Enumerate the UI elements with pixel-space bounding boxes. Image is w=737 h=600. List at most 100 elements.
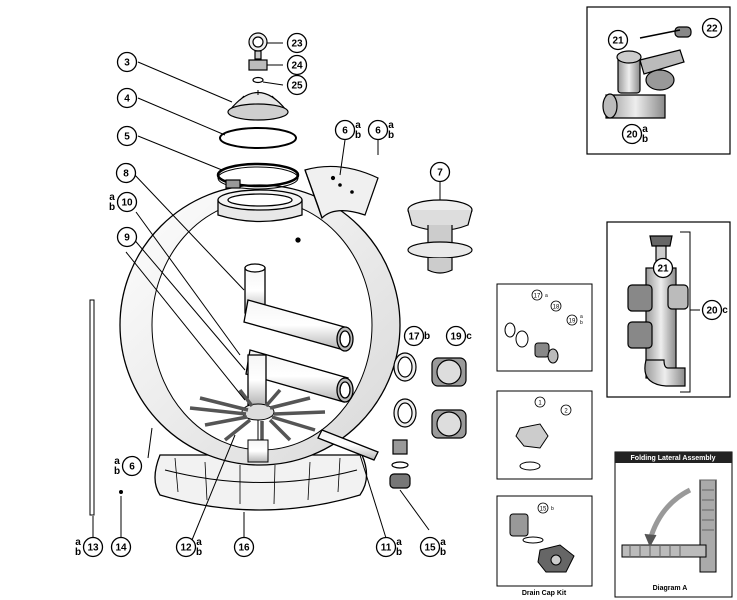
ck-2: 2: [564, 409, 568, 415]
union-kit-box: [496, 283, 593, 372]
callout-c6c: 6ab: [114, 455, 143, 477]
folding-lateral-labels: Folding Lateral Assembly Diagram A: [631, 455, 716, 592]
ck-1: 1: [538, 401, 542, 407]
callout-number: 14: [115, 543, 127, 554]
callout-suffix: a: [396, 537, 402, 548]
callout-c7: 7: [429, 161, 451, 183]
callout-number: 4: [124, 94, 130, 105]
callout-c16: 16: [233, 536, 255, 558]
folding-lateral-title: Folding Lateral Assembly: [631, 455, 716, 462]
callout-number: 20: [626, 130, 638, 141]
lid-assembly: [216, 32, 300, 190]
callout-circle: [233, 536, 255, 558]
callout-circle: [82, 536, 104, 558]
callout-circle: [701, 299, 723, 321]
callout-number: 10: [121, 198, 133, 209]
callout-c24: 24: [286, 54, 308, 76]
callout-c4: 4: [116, 87, 138, 109]
callout-number: 15: [424, 543, 436, 554]
callout-number: 16: [238, 543, 250, 554]
callout-c22: 22: [701, 17, 723, 39]
rods: [89, 299, 123, 516]
callout-number: 25: [291, 81, 303, 92]
callout-circle: [375, 536, 397, 558]
callout-circle: [286, 74, 308, 96]
dc-15: 15: [540, 507, 547, 513]
callout-number: 12: [180, 543, 192, 554]
callout-suffix: a: [196, 537, 202, 548]
uk-17-sub: a: [545, 293, 548, 299]
callout-suffix: b: [424, 331, 430, 342]
callout-circle: [334, 119, 356, 141]
callout-suffix: a: [355, 120, 361, 131]
drain-cap-kit-caption: Drain Cap Kit: [522, 590, 567, 597]
callout-circle: [403, 325, 425, 347]
callout-circle: [286, 54, 308, 76]
callout-number: 22: [706, 24, 718, 35]
callout-c3: 3: [116, 51, 138, 73]
callout-circle: [621, 123, 643, 145]
dc-15-sub: b: [551, 506, 554, 512]
closure-kit-labels: 1 2: [534, 396, 572, 416]
callout-suffix: a: [388, 120, 394, 131]
callout-number: 6: [129, 462, 135, 473]
callout-circle: [116, 191, 138, 213]
uk-19: 19: [569, 319, 576, 325]
diagram-a-caption: Diagram A: [653, 585, 688, 592]
callout-number: 6: [375, 126, 381, 137]
callout-suffix: b: [388, 130, 394, 141]
callout-number: 7: [437, 168, 443, 179]
drain-cap-kit-labels: 15 b Drain Cap Kit: [522, 502, 567, 597]
callout-number: 24: [291, 61, 303, 72]
filter-tank: [119, 184, 401, 511]
callout-circle: [419, 536, 441, 558]
callout-c10: 10 ab: [109, 191, 138, 213]
callout-c5: 5: [116, 125, 138, 147]
callout-number: 21: [612, 36, 624, 47]
callout-suffix: b: [642, 134, 648, 145]
sight-glass-pad: [304, 165, 379, 220]
callout-number: 5: [124, 132, 130, 143]
callout-c9: 9: [116, 226, 138, 248]
callout-suffix: a: [109, 192, 115, 203]
callout-number: 17: [408, 332, 420, 343]
callout-circle: [121, 455, 143, 477]
callout-circle: [116, 51, 138, 73]
callout-number: 13: [87, 543, 99, 554]
callout-circle: [367, 119, 389, 141]
valve-box-side: [606, 221, 731, 398]
callout-circle: [116, 125, 138, 147]
callout-suffix: b: [75, 547, 81, 558]
callout-c17: 17 b: [403, 325, 430, 347]
callout-circle: [110, 536, 132, 558]
callout-c23: 23: [286, 32, 308, 54]
callout-suffix: b: [440, 547, 446, 558]
callout-suffix: a: [642, 124, 648, 135]
callout-c8: 8: [115, 162, 137, 184]
union-parts: [389, 352, 467, 489]
callout-c21b: 21: [652, 257, 674, 279]
callout-circle: [429, 161, 451, 183]
callout-number: 23: [291, 39, 303, 50]
callout-suffix: b: [396, 547, 402, 558]
folding-lateral-box: [614, 451, 733, 598]
callout-circle: [116, 226, 138, 248]
closure-kit-box: [496, 390, 593, 480]
callout-circle: [701, 17, 723, 39]
callout-number: 21: [657, 264, 669, 275]
callout-c21a: 21: [607, 29, 629, 51]
callout-circle: [652, 257, 674, 279]
callout-suffix: c: [722, 305, 728, 316]
callout-circle: [445, 325, 467, 347]
callout-suffix: b: [109, 202, 115, 213]
callout-number: 3: [124, 58, 130, 69]
